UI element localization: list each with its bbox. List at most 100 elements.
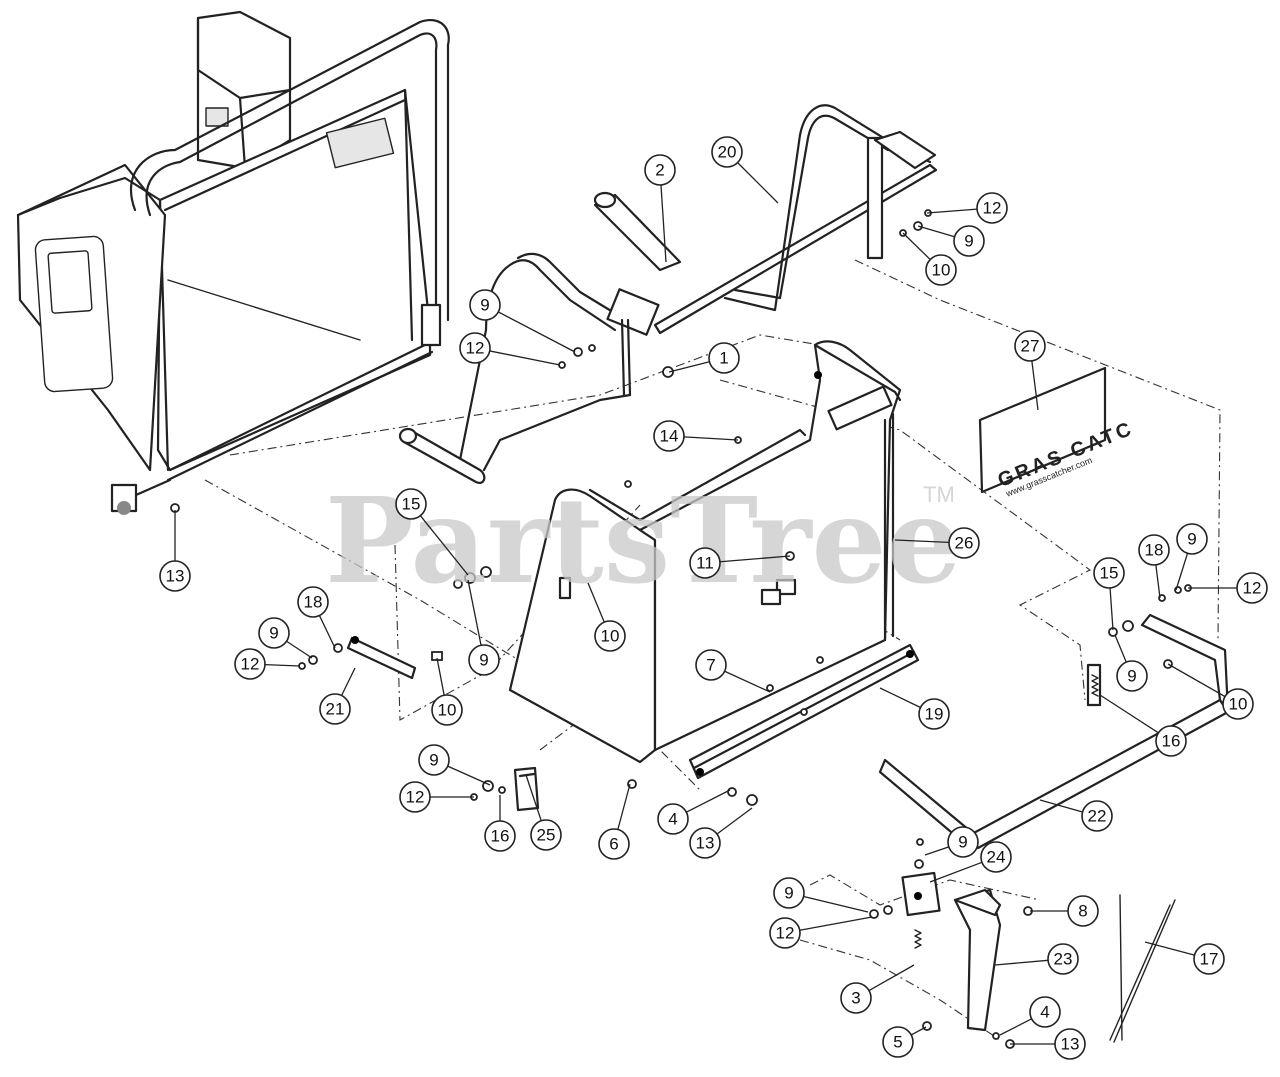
callout-leader [924,846,950,856]
callout-bubble [395,488,427,520]
callout-leader [419,515,469,576]
callout-leader [799,916,873,931]
callout-number: 18 [304,593,323,612]
callout-leader [447,765,491,786]
callout-number: 10 [932,261,951,280]
callout-number: 27 [1021,337,1040,356]
callout-bubble [708,342,740,374]
callout-number: 4 [1040,1003,1049,1022]
callout-leader [264,663,301,667]
callout-number: 22 [1088,807,1107,826]
callout-15: 15 [1093,557,1125,631]
callout-9: 9 [773,877,869,913]
callout-number: 1 [719,349,728,368]
callout-bubble [431,694,463,726]
callout-13: 13 [1010,1028,1086,1060]
callout-number: 9 [784,884,793,903]
callout-9: 9 [469,289,576,353]
callout-number: 9 [1187,530,1196,549]
callout-number: 12 [983,199,1002,218]
callout-number: 8 [1078,902,1087,921]
callout-9: 9 [418,744,491,786]
callout-number: 12 [241,655,260,674]
callout-bubble [1155,725,1187,757]
callout-bubble [399,781,431,813]
callout-bubble [598,828,630,860]
callout-19: 19 [879,687,950,730]
callout-bubble [918,698,950,730]
callout-18: 18 [1138,534,1170,599]
callout-leader [340,667,356,696]
callout-leader [803,895,869,913]
callout-16: 16 [1099,694,1187,757]
callout-number: 26 [955,534,974,553]
callout-12: 12 [1188,572,1268,604]
callout-bubble [925,254,957,286]
callout-17: 17 [1144,941,1225,975]
callout-bubble [1014,330,1046,362]
callout-bubble [159,560,191,592]
callout-leader [318,615,336,649]
bagger-frame-20 [398,104,938,484]
callout-4: 4 [657,789,731,835]
callout-number: 6 [609,835,618,854]
callout-number: 3 [851,989,860,1008]
callout-leader [1144,941,1195,956]
callout-bubble [947,826,979,858]
callout-23: 23 [994,943,1079,975]
callout-leader [668,361,710,373]
callout-number: 14 [660,427,679,446]
callout-leader [617,783,631,830]
bracket-25 [513,766,540,812]
rod-17 [1109,894,1176,1043]
callout-bubble [882,1026,914,1058]
callout-leader [467,579,482,646]
callout-9: 9 [917,225,985,257]
callout-number: 10 [601,627,620,646]
callout-bubble [1193,943,1225,975]
callout-number: 15 [402,495,421,514]
callout-bubble [319,693,351,725]
callout-bubble [1029,996,1061,1028]
callout-bubble [840,982,872,1014]
callout-number: 5 [893,1033,902,1052]
callout-leader [686,789,731,813]
callout-bubble [1081,800,1113,832]
callout-14: 14 [653,420,739,452]
callout-number: 4 [668,810,677,829]
callout-leader [929,861,983,883]
callout-number: 24 [987,848,1006,867]
callout-leader [1099,694,1159,734]
callout-number: 13 [166,567,185,586]
callout-number: 17 [1200,950,1219,969]
callout-bubble [773,877,805,909]
callout-10: 10 [587,582,626,652]
callout-bubble [530,819,562,851]
callout-leader [902,232,931,261]
callout-12: 12 [459,332,561,366]
callout-13: 13 [159,510,191,592]
callout-12: 12 [769,916,873,949]
callout-bubble [297,586,329,618]
callout-bubble [953,225,985,257]
callout-bubble [459,332,491,364]
callout-leader [660,184,667,263]
bagger-hood-assembly [16,10,450,515]
callout-number: 18 [1145,541,1164,560]
callout-bubble [1093,557,1125,589]
bracket-23 [953,888,1002,1032]
callout-leader [436,657,445,696]
callout-leader [737,162,779,204]
callout-number: 12 [776,924,795,943]
callout-leader [926,208,978,214]
callout-number: 25 [537,826,556,845]
watermark-text: PartsTree [325,471,962,610]
callout-leader [683,436,739,441]
callout-leader [716,807,753,835]
callout-1: 1 [668,342,740,374]
callout-9: 9 [1114,634,1148,692]
callout-number: 19 [925,705,944,724]
callout-bubble [689,827,721,859]
callout-bubble [657,803,689,835]
